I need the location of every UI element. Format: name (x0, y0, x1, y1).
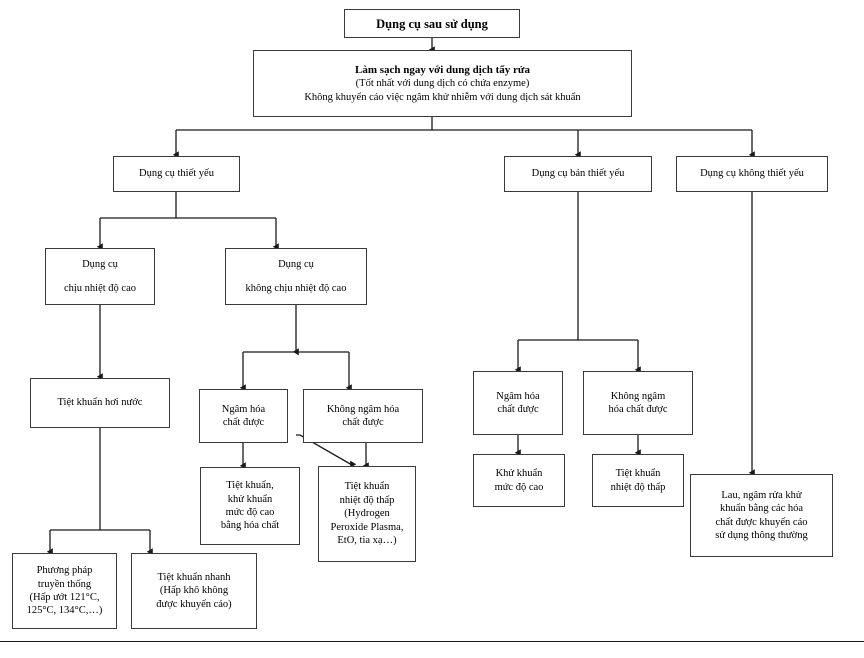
node-root-label: Dụng cụ sau sử dụng (376, 16, 488, 31)
soak-no-left-line-1: Không ngâm hóa (326, 403, 400, 415)
lts-line-4: Peroxide Plasma, (330, 521, 404, 533)
node-high-level-chemical[interactable]: Tiệt khuẩn, khử khuẩn mức độ cao bằng hó… (200, 467, 300, 545)
wipe-line-4: sử dụng thông thường (715, 529, 808, 541)
lts-line-5: EtO, tia xạ…) (337, 535, 397, 547)
cleanse-line-3: Không khuyến cáo việc ngâm khử nhiễm với… (304, 91, 581, 103)
node-soak-no-mid[interactable]: Không ngâm hóa chất được (583, 371, 693, 435)
cleanse-line-2: (Tốt nhất với dung dịch có chứa enzyme) (355, 78, 530, 90)
soak-ok-mid-line-2: chất được (497, 404, 539, 415)
hlc-line-4: bằng hóa chất (220, 520, 280, 532)
node-steam-sterilization[interactable]: Tiệt khuẩn hơi nước (30, 378, 170, 428)
steam-label: Tiệt khuẩn hơi nước (57, 397, 143, 409)
node-fast-sterilization[interactable]: Tiệt khuẩn nhanh (Hấp khô không được khu… (131, 553, 257, 629)
hlc-line-1: Tiệt khuẩn, (226, 480, 274, 492)
node-wipe-soak-disinfection[interactable]: Lau, ngâm rửa khử khuẩn bằng các hóa chấ… (690, 474, 833, 557)
fast-line-3: được khuyến cáo) (156, 598, 232, 610)
hld-line-2: mức độ cao (494, 481, 544, 493)
ltm-line-1: Tiệt khuẩn (615, 468, 661, 480)
wipe-line-1: Lau, ngâm rửa khử (721, 489, 802, 501)
bottom-divider (0, 641, 864, 642)
hlc-line-3: mức độ cao (225, 507, 275, 518)
node-soak-no-left[interactable]: Không ngâm hóa chất được (303, 389, 423, 443)
trad-line-4: 125°C, 134°C,…) (26, 605, 103, 617)
lts-line-3: (Hydrogen (344, 508, 390, 520)
ltm-line-2: nhiệt độ thấp (610, 481, 666, 493)
node-soak-ok-left[interactable]: Ngâm hóa chất được (199, 389, 288, 443)
node-low-temp-sterilization[interactable]: Tiệt khuẩn nhiệt độ thấp (Hydrogen Perox… (318, 466, 416, 562)
lts-line-2: nhiệt độ thấp (339, 494, 395, 506)
wipe-line-3: chất được khuyến cáo (715, 516, 808, 528)
soak-no-mid-line-2: hóa chất được (608, 404, 668, 415)
hld-line-1: Khử khuẩn (495, 468, 543, 480)
soak-ok-mid-line-1: Ngâm hóa (496, 390, 540, 402)
hlc-line-2: khử khuẩn (227, 493, 273, 505)
node-heat-tolerant[interactable]: Dụng cụ chịu nhiệt độ cao (45, 248, 155, 305)
soak-ok-left-line-1: Ngâm hóa (221, 403, 266, 415)
node-traditional-method[interactable]: Phương pháp truyền thống (Hấp ướt 121°C,… (12, 553, 117, 629)
critical-label: Dụng cụ thiết yếu (139, 168, 214, 180)
lts-line-1: Tiệt khuẩn (344, 481, 390, 493)
cleanse-line-1: Làm sạch ngay với dung dịch tẩy rửa (355, 64, 530, 77)
node-semicritical-instruments[interactable]: Dụng cụ bán thiết yếu (504, 156, 652, 192)
noncritical-label: Dụng cụ không thiết yếu (700, 168, 804, 180)
heat-tolerant-line-2: chịu nhiệt độ cao (63, 283, 137, 294)
node-low-temp-mid[interactable]: Tiệt khuẩn nhiệt độ thấp (592, 454, 684, 507)
trad-line-2: truyền thống (37, 578, 92, 590)
node-high-level-disinfection[interactable]: Khử khuẩn mức độ cao (473, 454, 565, 507)
wipe-line-2: khuẩn bằng các hóa (719, 503, 804, 515)
node-root-used-instruments[interactable]: Dụng cụ sau sử dụng (344, 9, 520, 38)
node-critical-instruments[interactable]: Dụng cụ thiết yếu (113, 156, 240, 192)
node-immediate-cleaning[interactable]: Làm sạch ngay với dung dịch tẩy rửa (Tốt… (253, 50, 632, 117)
node-heat-intolerant[interactable]: Dụng cụ không chịu nhiệt độ cao (225, 248, 367, 305)
heat-intolerant-line-2: không chịu nhiệt độ cao (245, 283, 347, 294)
soak-no-mid-line-1: Không ngâm (610, 390, 666, 402)
node-soak-ok-mid[interactable]: Ngâm hóa chất được (473, 371, 563, 435)
semicritical-label: Dụng cụ bán thiết yếu (531, 168, 625, 180)
fast-line-1: Tiệt khuẩn nhanh (157, 571, 231, 583)
trad-line-1: Phương pháp (36, 565, 93, 577)
soak-ok-left-line-2: chất được (222, 417, 265, 428)
fast-line-2: (Hấp khô không (159, 585, 229, 597)
soak-no-left-line-2: chất được (342, 417, 384, 428)
heat-intolerant-line-1: Dụng cụ (278, 258, 314, 270)
trad-line-3: (Hấp ướt 121°C, (29, 592, 100, 603)
heat-tolerant-line-1: Dụng cụ (82, 258, 118, 270)
node-noncritical-instruments[interactable]: Dụng cụ không thiết yếu (676, 156, 828, 192)
